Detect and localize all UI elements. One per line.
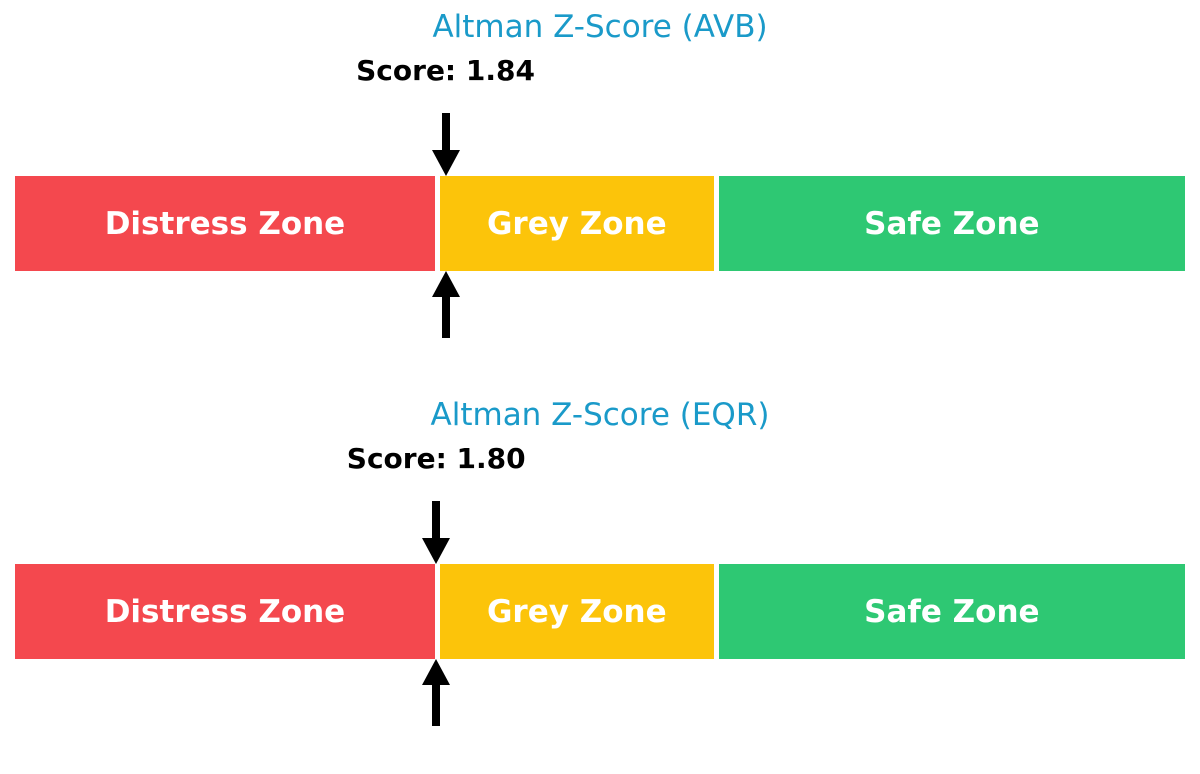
arrow-shaft (441, 297, 450, 338)
arrow-up-icon (431, 271, 460, 338)
zone-row: Distress Zone Grey Zone Safe Zone (15, 564, 1185, 659)
arrow-shaft (441, 113, 450, 150)
zone-label: Distress Zone (104, 205, 346, 242)
zone-label: Safe Zone (864, 593, 1040, 630)
zone-safe: Safe Zone (718, 564, 1185, 659)
zscore-chart-eqr: Altman Z-Score (EQR) Distress Zone Grey … (0, 388, 1200, 774)
arrow-up-icon (422, 659, 451, 726)
zone-grey: Grey Zone (439, 176, 714, 271)
gauge-band: Distress Zone Grey Zone Safe Zone Score:… (15, 442, 1185, 726)
zone-label: Grey Zone (486, 205, 667, 242)
zone-safe: Safe Zone (718, 176, 1185, 271)
zone-label: Grey Zone (486, 593, 667, 630)
gauge-band: Distress Zone Grey Zone Safe Zone Score:… (15, 54, 1185, 338)
zone-row: Distress Zone Grey Zone Safe Zone (15, 176, 1185, 271)
chart-title: Altman Z-Score (EQR) (430, 397, 770, 433)
zone-distress: Distress Zone (15, 564, 435, 659)
zone-label: Safe Zone (864, 205, 1040, 242)
zscore-chart-avb: Altman Z-Score (AVB) Distress Zone Grey … (15, 9, 1185, 338)
arrow-down-icon (422, 501, 451, 564)
arrow-head (422, 538, 451, 564)
arrow-head (422, 659, 451, 685)
score-label: Score: 1.84 (356, 54, 535, 87)
zone-grey: Grey Zone (439, 564, 714, 659)
zone-label: Distress Zone (104, 593, 346, 630)
zone-distress: Distress Zone (15, 176, 435, 271)
arrow-shaft (432, 501, 441, 538)
arrow-down-icon (431, 113, 460, 176)
chart-title: Altman Z-Score (AVB) (432, 9, 768, 45)
arrow-head (431, 150, 460, 176)
arrow-head (431, 271, 460, 297)
arrow-shaft (432, 685, 441, 726)
score-label: Score: 1.80 (346, 442, 526, 475)
